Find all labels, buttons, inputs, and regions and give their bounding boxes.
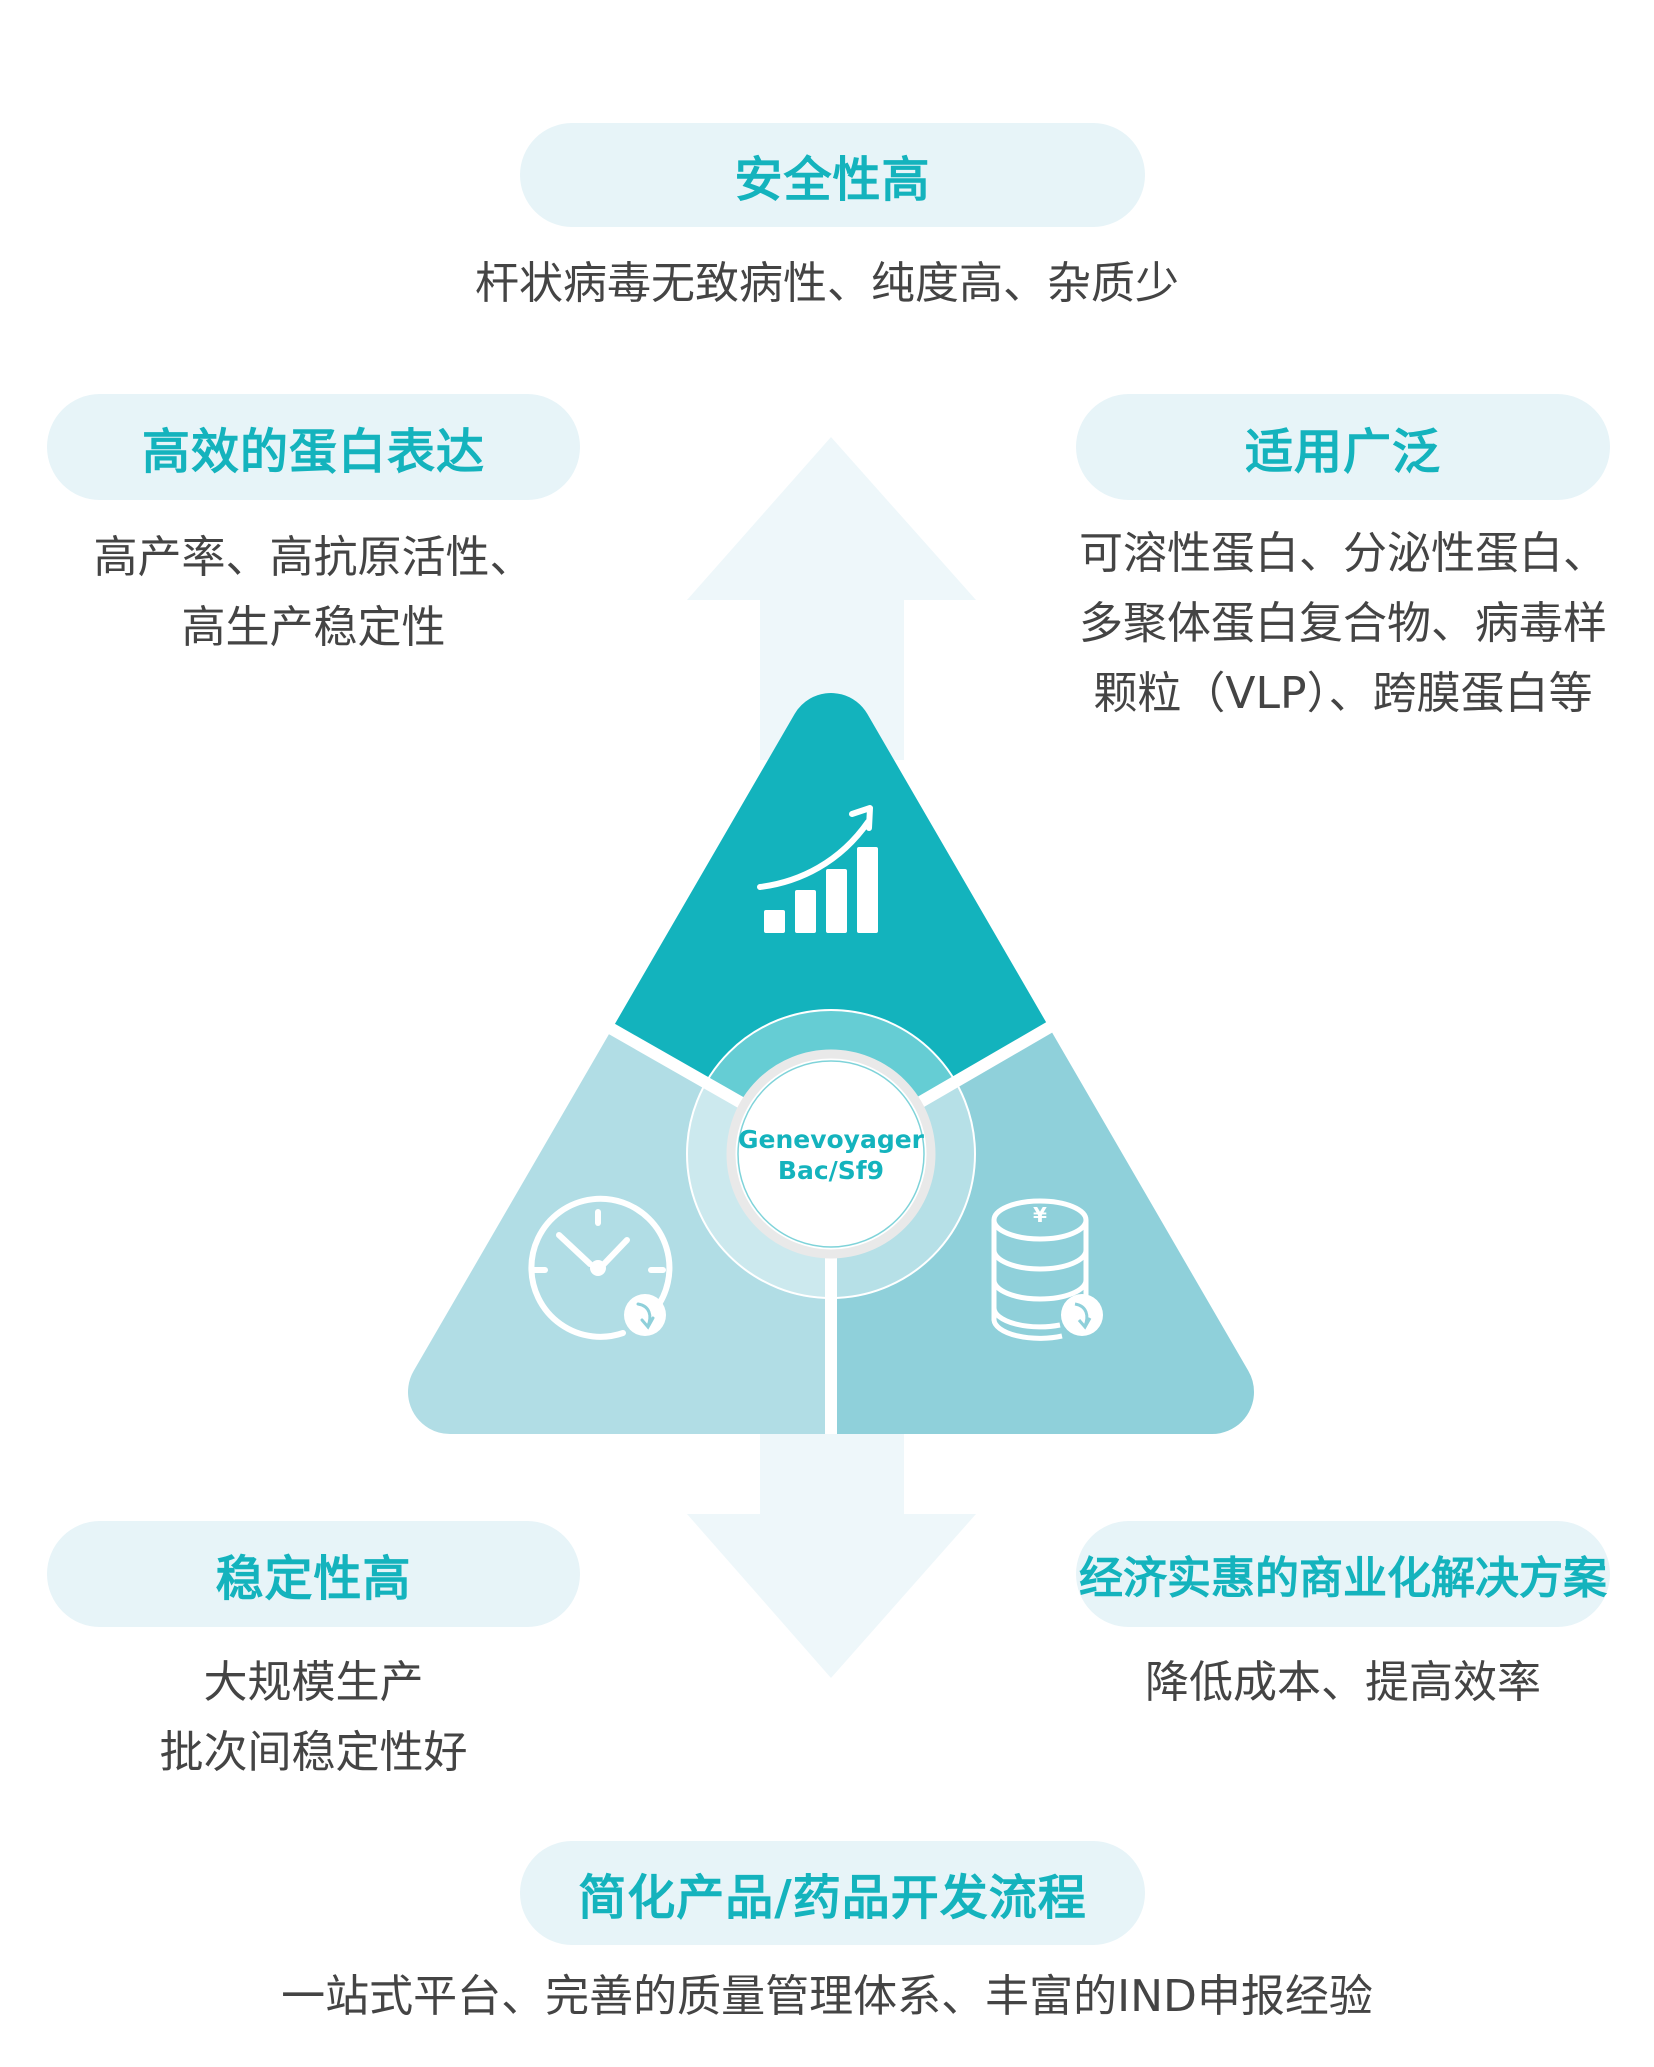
currency-symbol: ¥ [1033,1203,1047,1227]
stability-line: 大规模生产 [203,1657,424,1708]
center-label: Genevoyager Bac/Sf9 [731,1124,931,1186]
bar-chart-growth-icon [757,805,878,933]
applicability-line: 可溶性蛋白、分泌性蛋白、 [1079,528,1607,579]
expression-desc: 高产率、高抗原活性、 高生产稳定性 [47,523,580,663]
center-label-line1: Genevoyager [737,1125,925,1154]
center-circle [726,1049,936,1259]
applicability-desc: 可溶性蛋白、分泌性蛋白、 多聚体蛋白复合物、病毒样 颗粒（VLP）、跨膜蛋白等 [1040,519,1646,729]
applicability-line: 多聚体蛋白复合物、病毒样 [1079,598,1607,649]
center-label-line2: Bac/Sf9 [777,1156,885,1185]
segment-top [300,500,1360,1154]
expression-title: 高效的蛋白表达 [47,394,580,500]
stability-line: 批次间稳定性好 [159,1727,468,1778]
process-title: 简化产品/药品开发流程 [520,1841,1145,1945]
triangle [297,500,1364,1500]
process-desc: 一站式平台、完善的质量管理体系、丰富的IND申报经验 [281,1971,1373,2022]
safety-desc: 杆状病毒无致病性、纯度高、杂质少 [475,258,1179,309]
applicability-line: 颗粒（VLP）、跨膜蛋白等 [1093,668,1593,719]
coin-stack-icon [991,1198,1103,1341]
stability-desc: 大规模生产 批次间稳定性好 [47,1648,580,1788]
economy-desc: 降低成本、提高效率 [1145,1657,1541,1708]
stability-title: 稳定性高 [47,1521,580,1627]
economy-title: 经济实惠的商业化解决方案 [1076,1521,1610,1627]
expression-line: 高产率、高抗原活性、 [93,532,534,583]
segment-left [300,851,831,1500]
clock-icon [528,1195,673,1340]
applicability-title: 适用广泛 [1076,394,1610,500]
expression-line: 高生产稳定性 [181,602,446,653]
segment-right [831,847,1360,1500]
safety-title: 安全性高 [520,123,1145,227]
